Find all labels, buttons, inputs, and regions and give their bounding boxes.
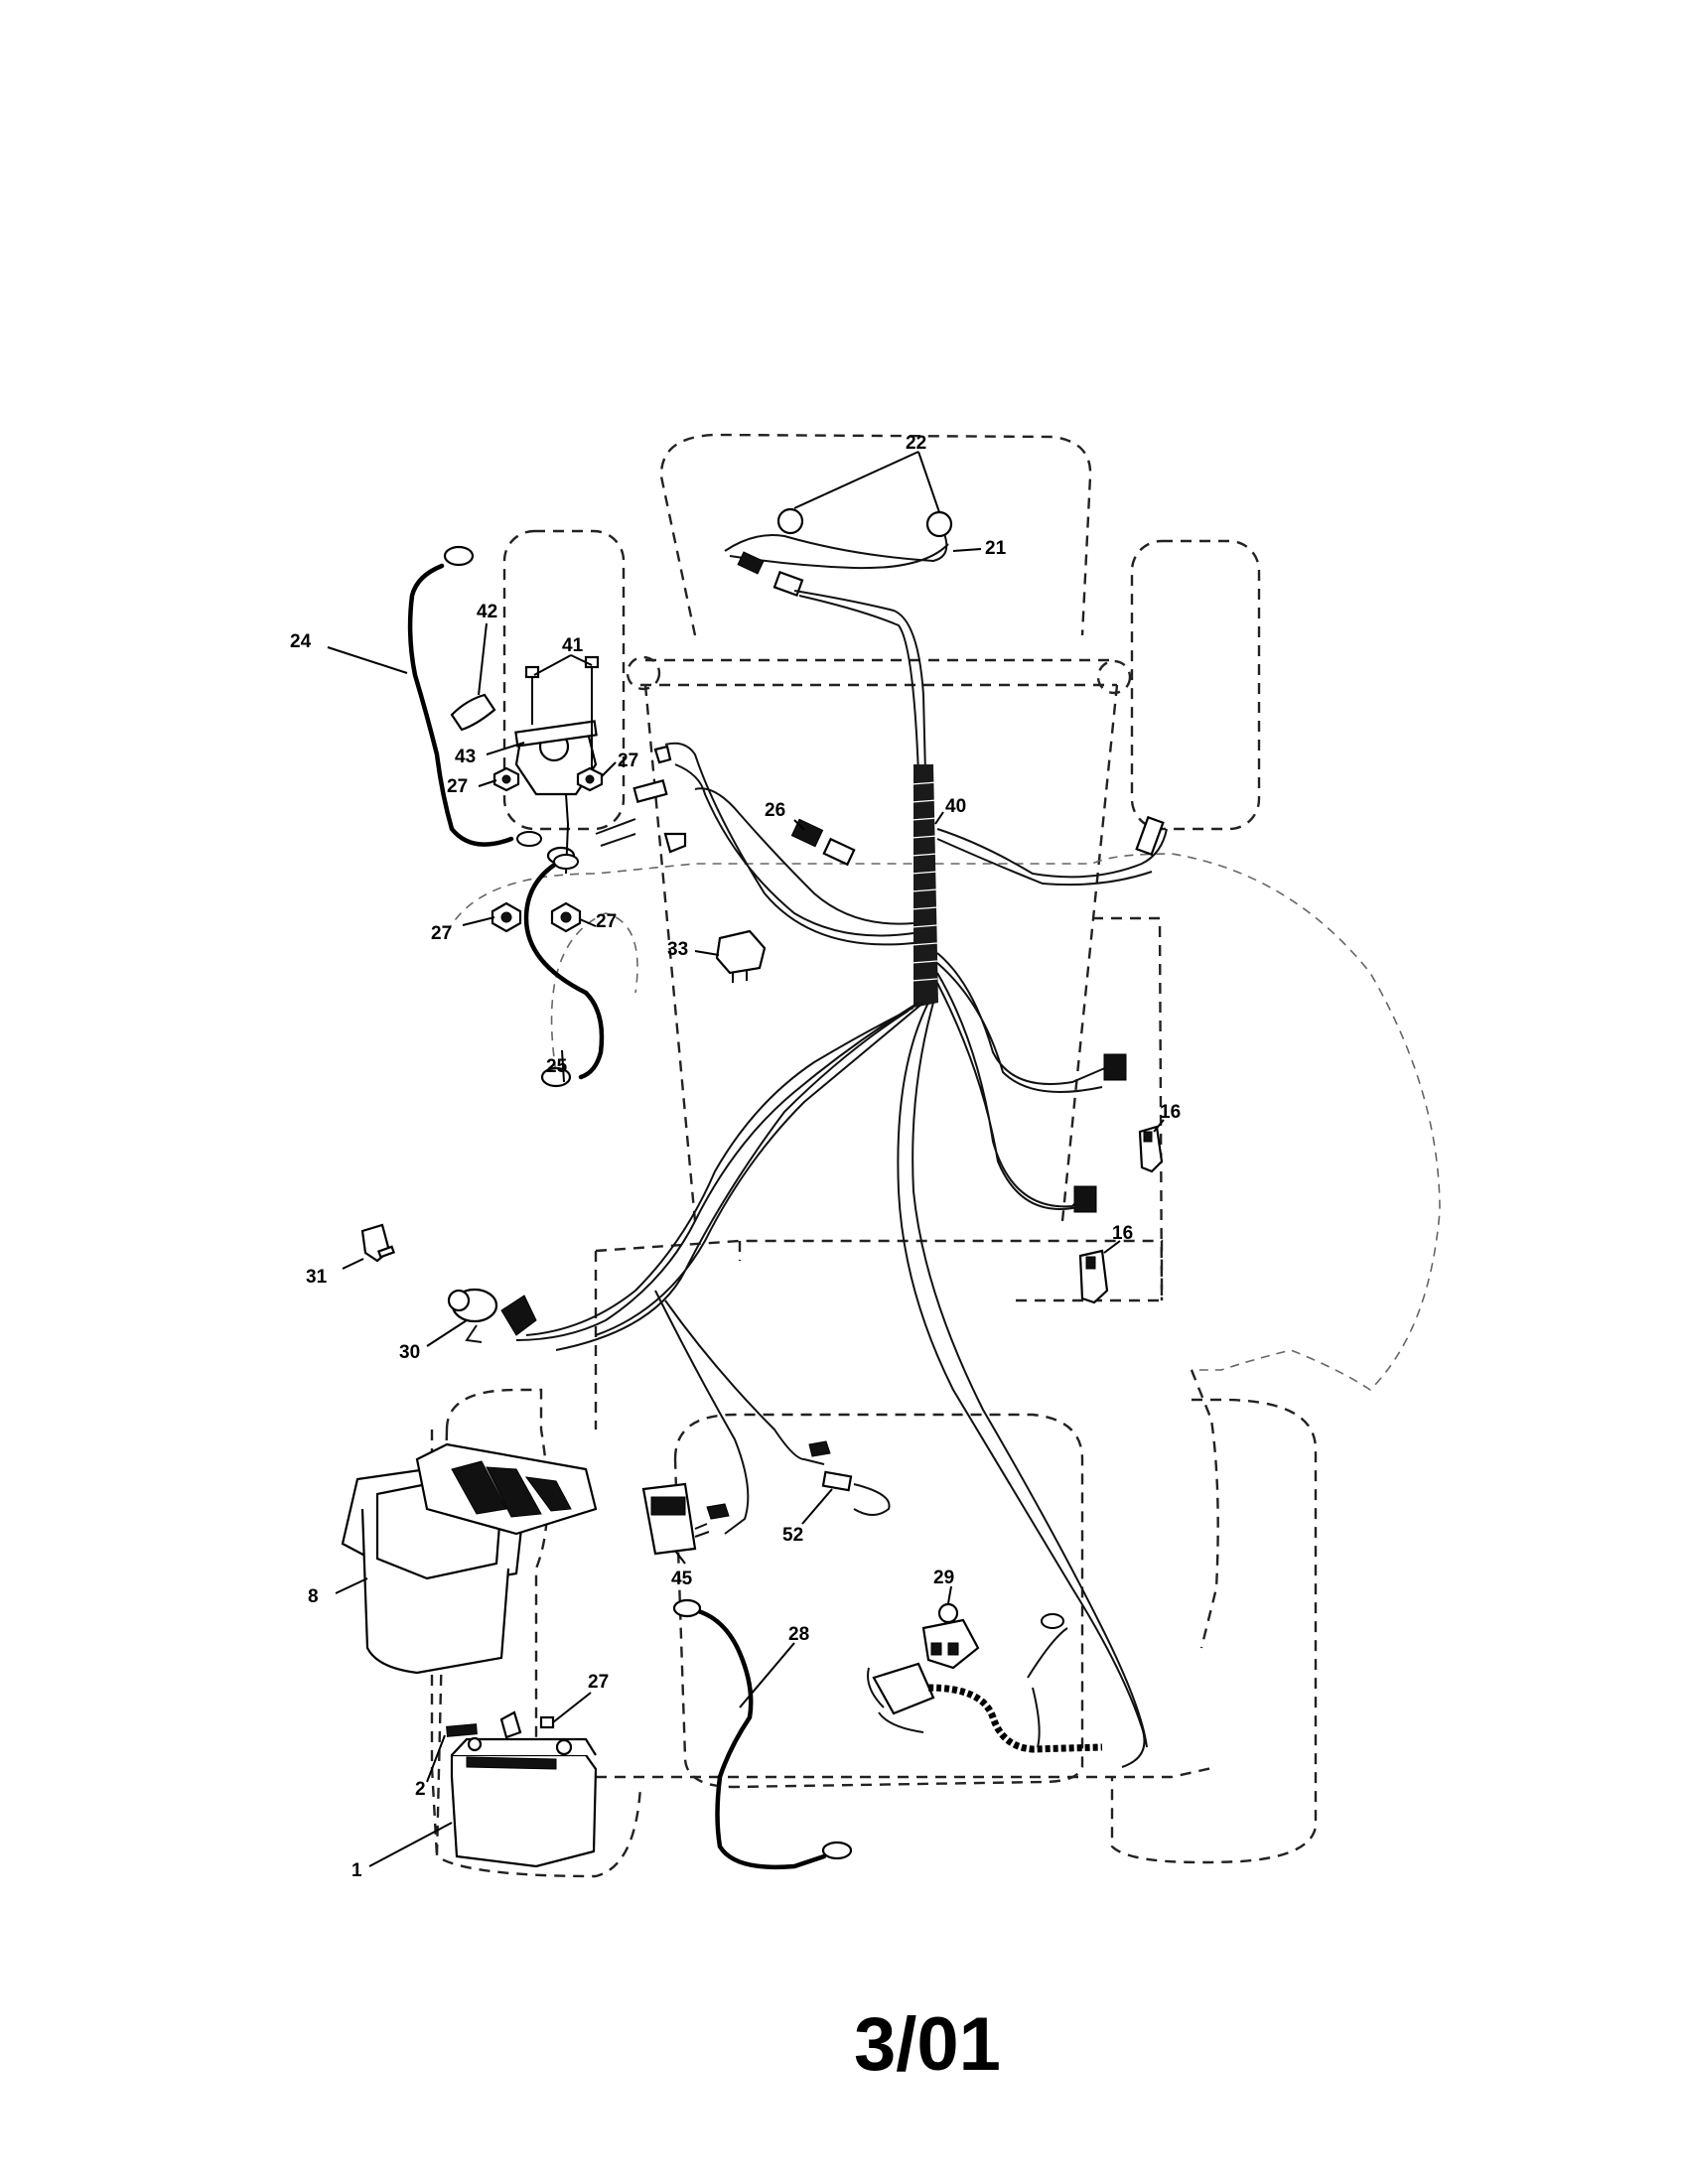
connector-26b: [822, 837, 856, 867]
battery: [450, 1736, 598, 1868]
callout-27a: 27: [618, 751, 638, 771]
cable-28: [672, 1598, 853, 1870]
battery-hardware: [446, 1710, 555, 1739]
callout-26: 26: [765, 800, 785, 821]
hour-meter: [641, 1482, 710, 1556]
loom-ribs: [911, 781, 938, 982]
callout-30: 30: [399, 1342, 420, 1363]
harness-branch-seat: [936, 952, 1108, 1210]
callout-31: 33: [667, 939, 688, 960]
headlight-feed: [793, 590, 926, 775]
leader-lines: [327, 451, 1165, 1867]
callout-25: 25: [546, 1056, 568, 1077]
seat-left-arc: [550, 912, 638, 1073]
callout-8: 8: [308, 1586, 319, 1607]
harness-branch-rear-left: [654, 1290, 825, 1535]
callout-43: 43: [455, 747, 476, 767]
frame-top: [640, 658, 1117, 687]
nut-27a: [492, 766, 520, 792]
connector-small-rear: [808, 1440, 831, 1457]
callout-27b: 27: [447, 776, 468, 797]
pto-switch: [921, 1602, 980, 1670]
headlight-bulb-right: [925, 510, 953, 538]
solenoid-bracket: [514, 720, 598, 748]
callout-33: 31: [306, 1267, 328, 1288]
seat-connector-lower: [1073, 1185, 1097, 1213]
headlight-connector-a: [737, 551, 765, 575]
battery-box: [341, 1442, 598, 1675]
callout-21: 21: [985, 538, 1007, 559]
bolt-41a-head: [524, 665, 540, 679]
diagram-revision-code: 3/01: [854, 2002, 1001, 2087]
callout-42: 42: [477, 602, 497, 622]
seat-switch-upper: [1138, 1125, 1164, 1173]
callout-1: 1: [351, 1860, 362, 1881]
callout-2: 2: [415, 1779, 426, 1800]
rear-right-fender: [1110, 1369, 1318, 1864]
ignition-key: [360, 1223, 396, 1263]
rear-connector-assembly: [867, 1613, 1103, 1753]
harness-trunk-rear: [897, 1002, 1148, 1768]
knob-42: [450, 693, 496, 732]
ignition-switch: [447, 1288, 537, 1343]
front-right-wheel: [1130, 539, 1261, 831]
axle-pivot-left: [626, 655, 661, 691]
ring-terminal-right: [553, 854, 579, 870]
callout-29: 29: [933, 1568, 954, 1588]
harness-branch-front-left: [664, 742, 914, 946]
nut-27c: [491, 901, 522, 933]
plug-52: [706, 1440, 891, 1520]
coiled-wire: [927, 1684, 1103, 1753]
rear-tray: [673, 1413, 1084, 1789]
ring-terminal-left: [516, 831, 542, 847]
front-left-wheel: [502, 529, 626, 831]
tractor-outline: [430, 433, 1441, 1878]
callout-41: 41: [562, 635, 584, 656]
callout-45: 45: [671, 1569, 693, 1589]
solenoid-assembly: [450, 655, 856, 933]
rear-left-fender: [435, 1388, 642, 1878]
deck-outline: [594, 1239, 1164, 1430]
callout-16a: 16: [1160, 1102, 1181, 1123]
hood-outline: [659, 433, 1092, 636]
right-connector: [1135, 815, 1165, 857]
callout-24: 24: [290, 631, 312, 652]
main-harness-loom: [515, 742, 1168, 1768]
callout-22: 22: [906, 433, 926, 454]
harness-trunk-ignition: [515, 1002, 924, 1351]
stud-wire: [595, 818, 636, 847]
callout-27d: 27: [596, 911, 617, 932]
bracket-small: [663, 832, 687, 854]
callout-27c: 27: [431, 923, 452, 944]
headlight-connector-b: [772, 570, 804, 598]
bracket-small-2: [653, 745, 672, 764]
fuse-holder: [632, 779, 668, 803]
nut-27b: [576, 766, 604, 792]
callout-52: 52: [782, 1525, 803, 1546]
seat-switch-lower: [1078, 1249, 1109, 1304]
connector-small-45: [706, 1503, 730, 1520]
battery-cables: [407, 545, 605, 1088]
callout-28: 28: [788, 1624, 809, 1645]
rear-body-line: [596, 1765, 1217, 1779]
nut-27d: [550, 901, 582, 933]
headlight-bulb-left: [776, 507, 804, 535]
callout-40: 40: [945, 796, 966, 817]
cable-25: [523, 861, 605, 1080]
relay-31: [715, 929, 767, 983]
headlight-harness: [724, 507, 953, 775]
battery-support: [430, 1430, 439, 1857]
callout-27e: 27: [588, 1672, 609, 1693]
harness-branch-right: [936, 828, 1168, 887]
callout-labels: 22 21 24 42 41 43 27 27 27 27 26 40 33 2…: [290, 433, 1181, 1881]
headlight-wires: [724, 530, 949, 570]
loom-body: [913, 764, 938, 1008]
callout-16b: 16: [1112, 1223, 1133, 1244]
seat-connector-upper: [1103, 1053, 1127, 1081]
axle-pivot-right: [1096, 659, 1132, 695]
frame-rails: [643, 684, 1164, 1302]
cable-24-terminal: [443, 545, 475, 567]
cable-24: [407, 563, 514, 847]
